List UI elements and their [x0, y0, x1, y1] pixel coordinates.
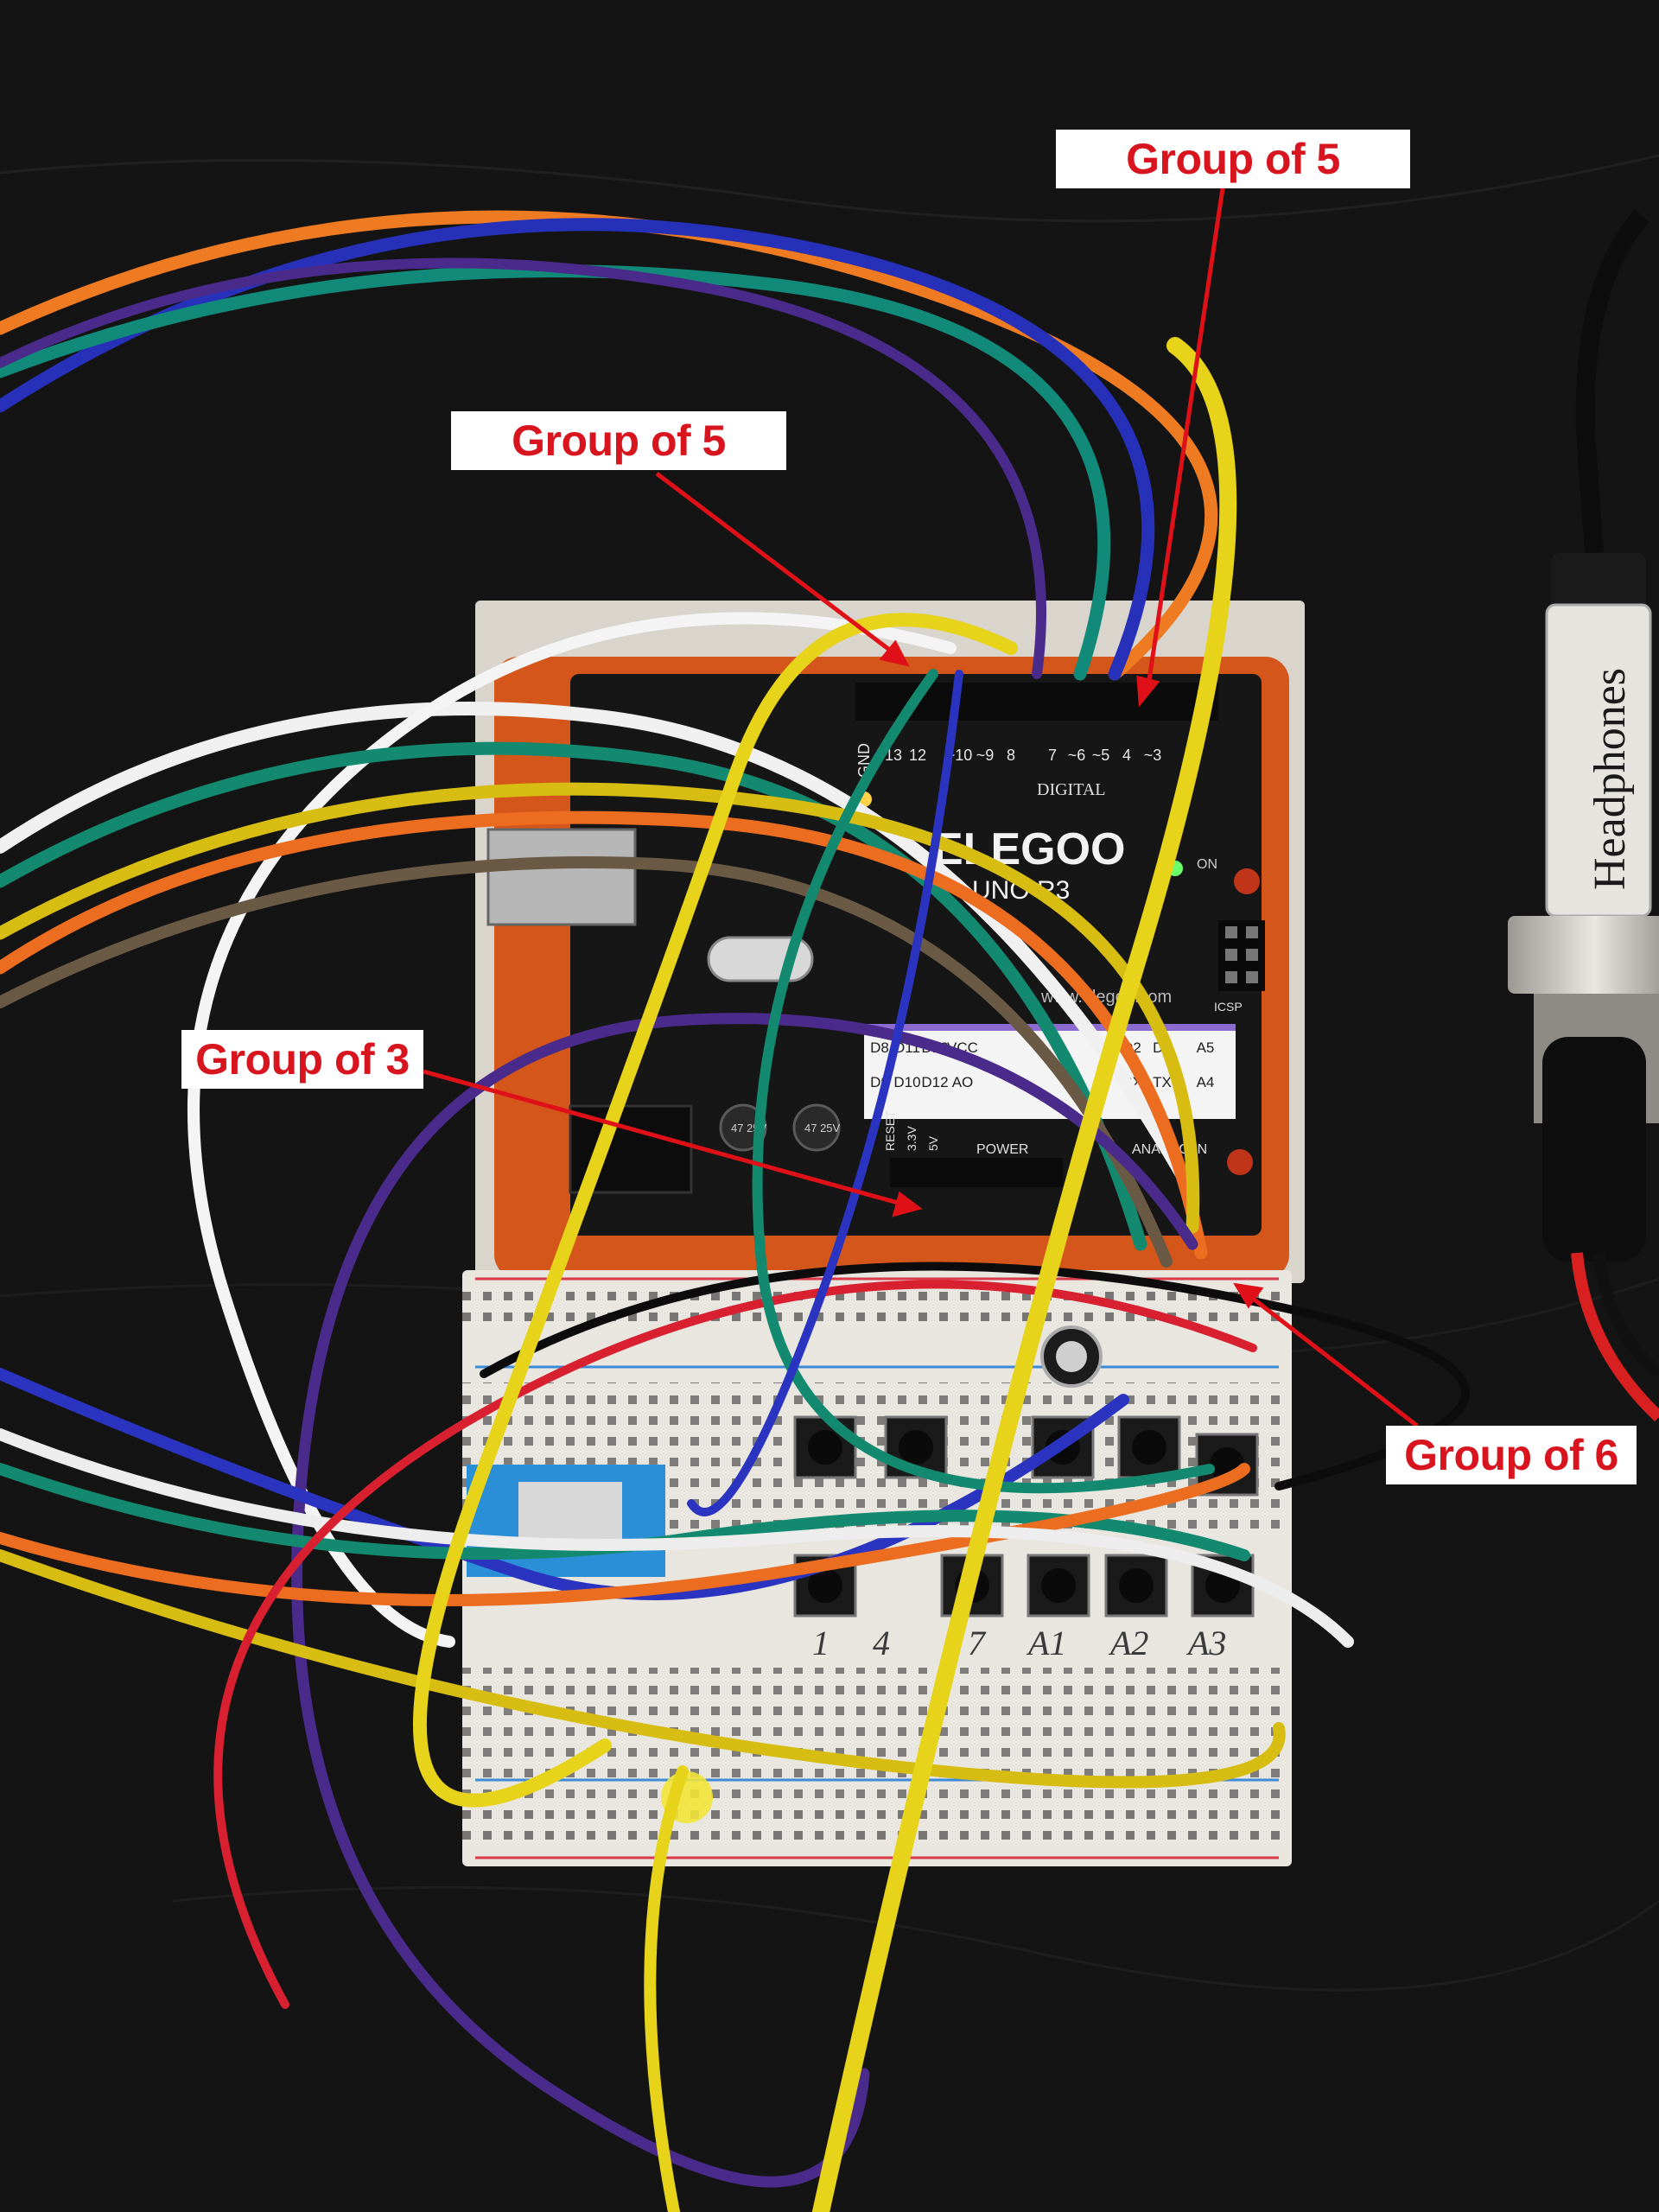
- module-pin: A4: [1197, 1074, 1215, 1090]
- pin-label: 4: [1122, 747, 1131, 764]
- wire-black: [480, 1262, 1470, 1491]
- pin-label: ~5: [1092, 747, 1110, 764]
- wire-orange-3: [0, 1463, 1250, 1606]
- mount-hole: [1227, 1149, 1253, 1175]
- bb-label: 4: [873, 1624, 890, 1662]
- wire-orange: [0, 210, 1218, 681]
- bb-label: A3: [1185, 1624, 1226, 1662]
- module-pin: TX: [1153, 1074, 1172, 1090]
- wires: [0, 210, 1470, 2212]
- group-of-5-callout-left: Group of 5: [451, 411, 786, 470]
- wire-teal: [752, 669, 1215, 1494]
- bb-label: 1: [812, 1624, 830, 1662]
- power-label: POWER: [976, 1142, 1028, 1157]
- group-of-3-callout: Group of 3: [181, 1030, 423, 1089]
- wire-yellow-lower: [644, 1765, 689, 2212]
- group-of-6-callout: Group of 6: [1386, 1426, 1637, 1484]
- on-label: ON: [1197, 857, 1217, 872]
- power-pin-label: RESET: [883, 1110, 897, 1151]
- headphone-jack: Headphones: [1508, 209, 1659, 1422]
- arrow-a: [1145, 188, 1225, 692]
- bb-label: 7: [968, 1624, 987, 1662]
- pin-label: 13: [885, 747, 902, 764]
- module-pin: D12: [921, 1074, 948, 1090]
- digital-label: DIGITAL: [1037, 780, 1105, 799]
- wire-green-2: [0, 741, 1147, 1251]
- power-pin-label: 3.3V: [905, 1126, 918, 1151]
- handwritten-labels: 1 4 7 A1 A2 A3: [812, 1624, 1226, 1662]
- arrow-b: [655, 472, 900, 658]
- arrow-c: [423, 1069, 908, 1208]
- pin-label: ~6: [1068, 747, 1086, 764]
- module-pin: AO: [952, 1074, 974, 1090]
- icsp-label: ICSP: [1214, 1000, 1243, 1014]
- pin-label: 8: [1007, 747, 1015, 764]
- power-header: [890, 1158, 1063, 1187]
- wire-white-3: [0, 1428, 1354, 1648]
- module-pin: D8: [870, 1039, 889, 1056]
- module-pin: A5: [1197, 1039, 1215, 1056]
- pin-label: ~3: [1144, 747, 1162, 764]
- pin-label: 12: [909, 747, 926, 764]
- breadboard-capacitor: [1040, 1325, 1103, 1388]
- bb-label: A1: [1026, 1624, 1066, 1662]
- usb-port: [486, 828, 637, 926]
- power-pin-label: 5V: [926, 1135, 940, 1151]
- mount-hole: [1234, 868, 1260, 894]
- pin-label: 7: [1048, 747, 1057, 764]
- wire-navy: [687, 670, 963, 1516]
- group-of-5-callout-top: Group of 5: [1056, 130, 1410, 188]
- arrow-d: [1243, 1290, 1419, 1427]
- callout-arrows: [423, 188, 1419, 1427]
- headphones-tag: Headphones: [1586, 668, 1635, 890]
- module-pin: D10: [893, 1074, 920, 1090]
- cap-label: 47 25V: [804, 1122, 841, 1135]
- wire-brown: [0, 856, 1173, 1268]
- wire-yellow-3: [0, 1549, 1286, 1789]
- header-pin-labels: GND 13 12 ~10 ~9 8 7 ~6 ~5 4 ~3: [855, 743, 1161, 778]
- wire-yellow-main: [413, 613, 1018, 1808]
- wire-yellow-long: [812, 337, 1237, 2212]
- wire-yellow: [0, 782, 1200, 1234]
- wire-white: [0, 702, 1199, 1199]
- wire-green: [0, 264, 1111, 681]
- wire-purple: [0, 257, 1046, 679]
- icsp-header: ICSP: [1214, 920, 1265, 1014]
- bb-label: A2: [1108, 1624, 1148, 1662]
- wire-red: [213, 1280, 1257, 2009]
- pin-label: ~9: [976, 747, 995, 764]
